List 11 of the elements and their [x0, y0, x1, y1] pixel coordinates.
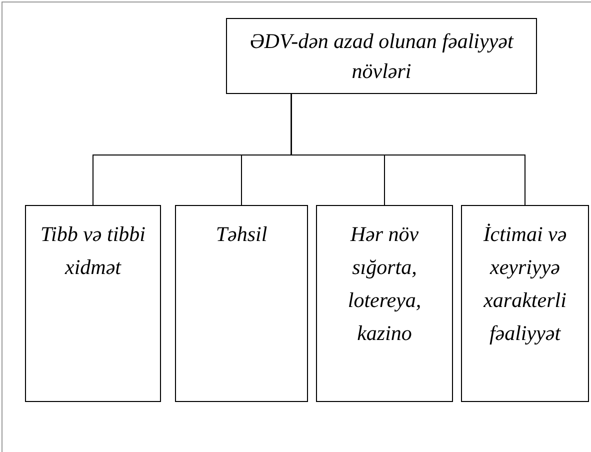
- category-box: [175, 205, 308, 402]
- box-label: Hər növ sığorta, lotereya, kazino: [346, 221, 422, 347]
- category-box: [461, 205, 589, 402]
- connector-line: [290, 94, 526, 206]
- box-label: Təhsil: [216, 221, 268, 248]
- category-box: [25, 205, 161, 402]
- category-box: [316, 205, 453, 402]
- title-box: [226, 18, 537, 94]
- box-label: ƏDV-dən azad olunan fəaliyyət növləri: [248, 28, 515, 85]
- box-label: Tibb və tibbi xidmət: [40, 221, 146, 281]
- box-label: İctimai və xeyriyyə xarakterli fəaliyyət: [482, 221, 568, 347]
